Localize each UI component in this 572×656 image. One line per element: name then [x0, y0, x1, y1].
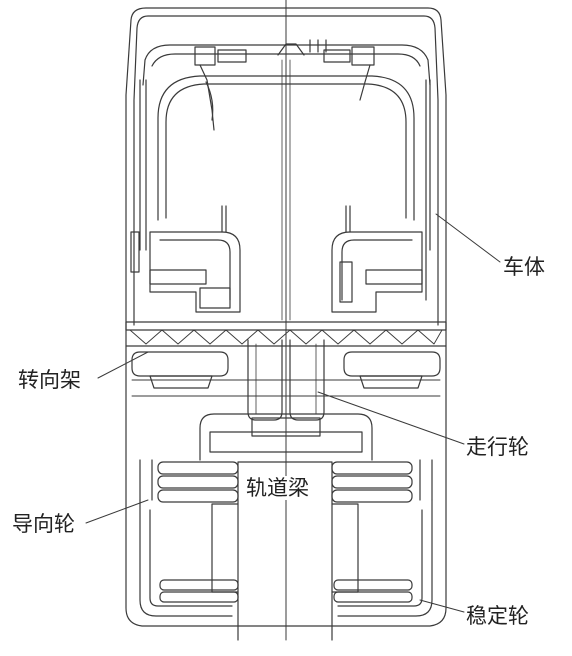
leader-line-car-body: [435, 213, 501, 263]
right-side-post: [425, 79, 431, 301]
leader-line-guide-wheel: [85, 499, 149, 524]
roof-frame: [142, 44, 431, 86]
seat-left-back: [159, 239, 231, 301]
hanging-cable-left: [199, 64, 215, 131]
leader-line-bogie: [97, 351, 149, 379]
seat-right-handle: [345, 205, 351, 233]
roof-duct-right: [323, 49, 351, 63]
lower-frame-right-inner: [337, 509, 423, 607]
guide-wheel-right-bracket: [419, 459, 433, 501]
roof-center-hatch: [277, 43, 305, 56]
leader-line-running-wheel: [317, 391, 465, 445]
roof-unit-right: [351, 46, 375, 66]
guide-wheel-left: [157, 461, 239, 503]
floor-plate: [125, 321, 447, 331]
seat-right-cushion: [365, 269, 423, 285]
running-wheel-right: [289, 339, 325, 421]
roof-duct-left: [217, 49, 247, 63]
stabilizing-wheel-left: [159, 579, 239, 603]
axle-box: [199, 413, 373, 461]
bogie-right-air-spring: [343, 351, 441, 377]
guide-wheel-left-bracket: [139, 459, 153, 501]
lower-frame-left: [139, 499, 233, 617]
seat-right-back: [341, 239, 413, 301]
lower-frame-left-inner: [149, 509, 233, 607]
label-bogie: 转向架: [18, 368, 81, 392]
roof-unit-left: [194, 46, 216, 66]
seat-left-cushion: [149, 269, 207, 285]
leader-line-stabilizing-wheel: [419, 599, 465, 613]
bogie-left-base: [149, 375, 213, 389]
fire-extinguisher: [339, 261, 353, 303]
seat-left-handle: [221, 205, 227, 233]
label-guide-wheel: 导向轮: [12, 512, 75, 536]
hanging-cable-left-2: [205, 81, 214, 121]
track-beam-flange-left: [211, 503, 239, 593]
car-body-outline: [125, 7, 447, 627]
left-door-pillar: [130, 231, 140, 273]
label-stabilizing-wheel: 稳定轮: [466, 604, 529, 628]
label-running-wheel: 走行轮: [466, 435, 529, 459]
axle-housing: [209, 431, 363, 453]
left-side-post: [139, 79, 147, 251]
lower-frame-right: [337, 499, 433, 617]
track-beam-flange-right: [331, 503, 359, 593]
guide-wheel-right: [331, 461, 413, 503]
seat-right: [331, 231, 423, 313]
bogie-right-base: [359, 375, 423, 389]
label-car-body: 车体: [503, 255, 545, 279]
seat-left-box: [199, 287, 231, 309]
differential-box: [251, 417, 321, 437]
hanging-cable-right: [359, 64, 371, 101]
roof-vents: [309, 39, 327, 53]
running-wheel-left: [247, 339, 283, 421]
label-track-beam: 轨道梁: [244, 476, 311, 500]
track-beam: [237, 461, 333, 641]
bogie-left-air-spring: [131, 351, 229, 377]
car-body-inner-outline: [133, 15, 439, 326]
seat-left: [149, 231, 241, 313]
stabilizing-wheel-right: [333, 579, 413, 603]
floor-beam-zigzag: [129, 329, 443, 345]
